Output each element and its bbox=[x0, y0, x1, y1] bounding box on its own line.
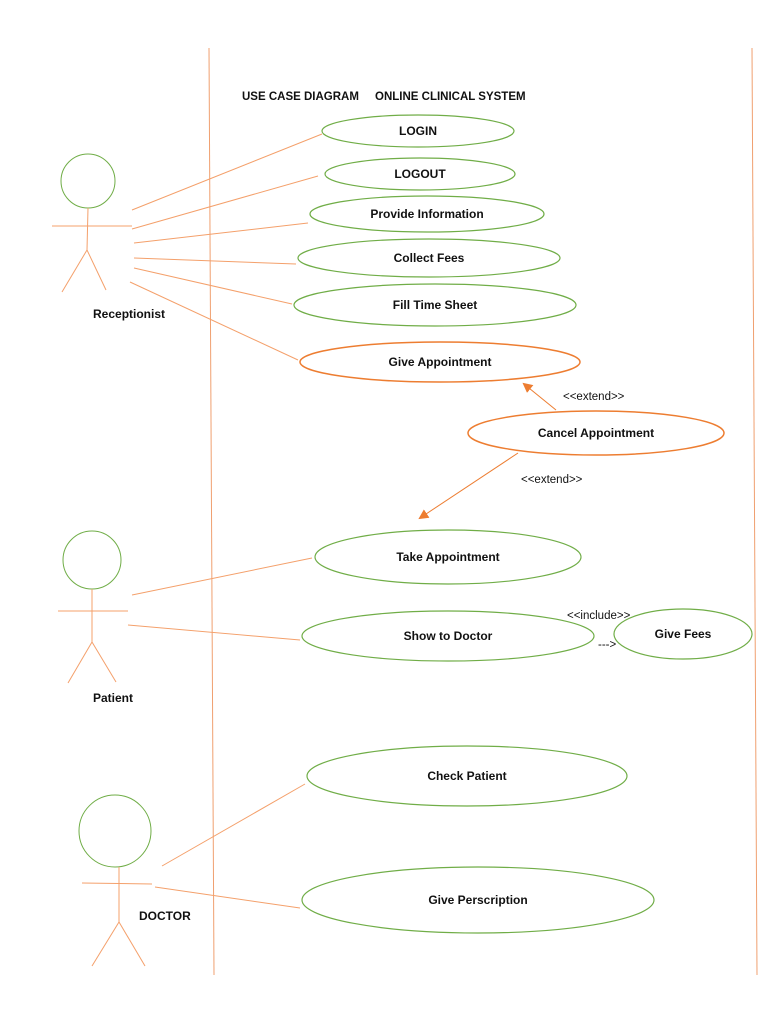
system-name: ONLINE CLINICAL SYSTEM bbox=[375, 91, 526, 103]
use-case-give-appointment: Give Appointment bbox=[299, 341, 581, 383]
association-doctor-check-patient bbox=[161, 783, 306, 867]
actor-doctor-leg-right bbox=[118, 921, 146, 967]
use-case-provide-information: Provide Information bbox=[309, 195, 545, 233]
use-case-fill-time-sheet-shape bbox=[293, 283, 577, 327]
use-case-fill-time-sheet-label: Fill Time Sheet bbox=[393, 298, 477, 312]
use-case-check-patient-shape bbox=[306, 745, 628, 807]
actor-doctor bbox=[78, 794, 153, 967]
extend-label-2: <<extend>> bbox=[521, 474, 583, 486]
association-patient-show-to-doctor bbox=[127, 624, 301, 641]
actor-doctor-leg-left bbox=[91, 921, 120, 967]
association-receptionist-login bbox=[131, 133, 323, 211]
actor-doctor-arms bbox=[81, 882, 153, 885]
use-case-take-appointment-shape bbox=[314, 529, 582, 585]
actor-patient-leg-right bbox=[91, 641, 117, 683]
use-case-login-shape bbox=[321, 114, 515, 148]
use-case-give-prescription-label: Give Perscription bbox=[428, 893, 527, 907]
use-case-take-appointment: Take Appointment bbox=[314, 529, 582, 585]
extend-arrow-cancel-to-give bbox=[522, 382, 557, 411]
include-arrow-text: ---> bbox=[598, 639, 616, 651]
use-case-cancel-appointment-label: Cancel Appointment bbox=[538, 426, 654, 440]
use-case-give-prescription: Give Perscription bbox=[301, 866, 655, 934]
actor-patient-head bbox=[62, 530, 122, 590]
association-receptionist-provide-information bbox=[133, 222, 309, 244]
use-case-give-prescription-shape bbox=[301, 866, 655, 934]
actor-receptionist-body bbox=[86, 207, 89, 251]
actor-receptionist-head bbox=[60, 153, 116, 209]
use-case-collect-fees-label: Collect Fees bbox=[394, 251, 465, 265]
actor-receptionist-label: Receptionist bbox=[93, 307, 165, 321]
use-case-show-to-doctor-shape bbox=[301, 610, 595, 662]
actor-patient-leg-left bbox=[67, 641, 93, 684]
use-case-take-appointment-label: Take Appointment bbox=[396, 550, 499, 564]
association-receptionist-give-appointment bbox=[129, 281, 299, 361]
use-case-show-to-doctor: Show to Doctor bbox=[301, 610, 595, 662]
actor-receptionist-leg-right bbox=[86, 249, 107, 291]
patient-associations bbox=[127, 557, 313, 641]
receptionist-associations bbox=[129, 133, 323, 361]
use-case-collect-fees-shape bbox=[297, 238, 561, 278]
use-case-login: LOGIN bbox=[321, 114, 515, 148]
actor-patient-label: Patient bbox=[93, 691, 133, 705]
use-case-logout-shape bbox=[324, 157, 516, 191]
use-case-logout-label: LOGOUT bbox=[394, 167, 446, 181]
actor-patient bbox=[58, 530, 128, 684]
actor-receptionist bbox=[52, 153, 132, 293]
use-case-give-fees-label: Give Fees bbox=[655, 627, 712, 641]
extend-label-1: <<extend>> bbox=[563, 391, 625, 403]
use-case-check-patient: Check Patient bbox=[306, 745, 628, 807]
use-case-provide-information-label: Provide Information bbox=[370, 207, 483, 221]
extend-arrow-cancel-to-take bbox=[418, 452, 519, 520]
association-receptionist-fill-time-sheet bbox=[133, 267, 293, 305]
actor-doctor-label: DOCTOR bbox=[139, 909, 191, 923]
association-doctor-give-prescription bbox=[154, 886, 301, 909]
use-case-logout: LOGOUT bbox=[324, 157, 516, 191]
use-case-check-patient-label: Check Patient bbox=[427, 769, 506, 783]
association-receptionist-logout bbox=[131, 175, 319, 230]
use-case-fill-time-sheet: Fill Time Sheet bbox=[293, 283, 577, 327]
actor-receptionist-leg-left bbox=[61, 249, 88, 293]
diagram-title: USE CASE DIAGRAM bbox=[242, 91, 359, 103]
actor-doctor-head bbox=[78, 794, 152, 868]
use-case-cancel-appointment: Cancel Appointment bbox=[467, 410, 725, 456]
use-case-give-appointment-shape bbox=[299, 341, 581, 383]
use-case-give-fees-shape bbox=[613, 608, 753, 660]
use-case-provide-information-shape bbox=[309, 195, 545, 233]
use-case-give-fees: Give Fees bbox=[613, 608, 753, 660]
association-receptionist-collect-fees bbox=[133, 257, 297, 265]
use-case-show-to-doctor-label: Show to Doctor bbox=[404, 629, 493, 643]
association-patient-take-appointment bbox=[131, 557, 313, 596]
doctor-associations bbox=[154, 783, 306, 909]
use-case-login-label: LOGIN bbox=[399, 124, 437, 138]
system-boundary-right bbox=[751, 47, 758, 976]
use-case-give-appointment-label: Give Appointment bbox=[389, 355, 492, 369]
use-case-collect-fees: Collect Fees bbox=[297, 238, 561, 278]
use-case-cancel-appointment-shape bbox=[467, 410, 725, 456]
system-boundary-left bbox=[208, 47, 215, 976]
include-label: <<include>> bbox=[567, 610, 631, 622]
